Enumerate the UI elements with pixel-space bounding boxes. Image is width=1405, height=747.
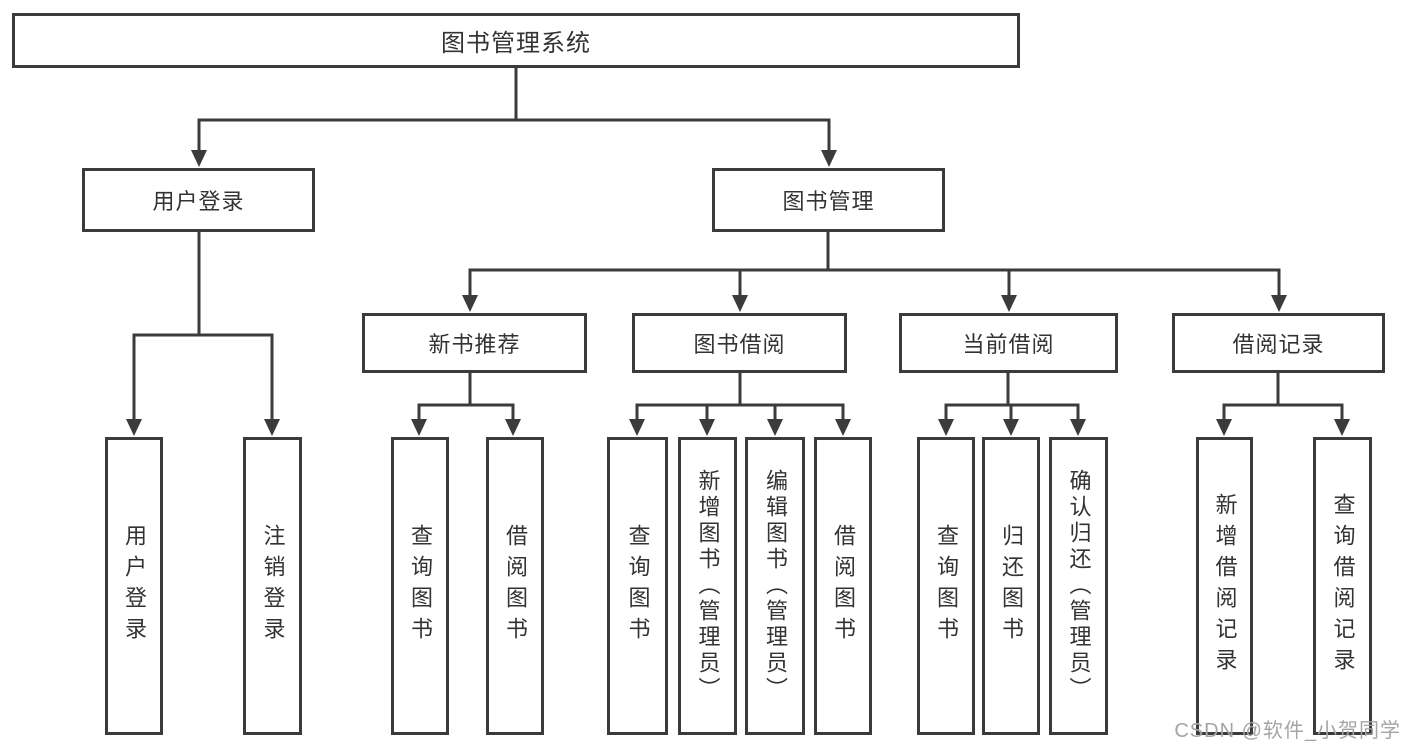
csdn-watermark: CSDN @软件_小贺同学 xyxy=(1174,720,1401,742)
node-current-borrowing: 当前借阅 xyxy=(899,313,1118,373)
leaf-newbooks-borrow: 借阅图书 xyxy=(486,437,544,735)
leaf-borrowing-query-label: 查询图书 xyxy=(625,524,651,648)
node-borrowing-records: 借阅记录 xyxy=(1172,313,1385,373)
node-new-book-recommend-label: 新书推荐 xyxy=(428,332,521,357)
leaf-records-query: 查询借阅记录 xyxy=(1313,437,1372,735)
node-book-borrowing: 图书借阅 xyxy=(632,313,847,373)
leaf-borrowing-edit-admin: 编辑图书（管理员） xyxy=(745,437,805,735)
node-new-book-recommend: 新书推荐 xyxy=(362,313,587,373)
leaf-current-query-label: 查询图书 xyxy=(934,524,959,648)
leaf-current-confirm-admin: 确认归还（管理员） xyxy=(1049,437,1108,735)
leaf-logout: 注销登录 xyxy=(243,437,302,735)
node-book-borrowing-label: 图书借阅 xyxy=(693,332,786,357)
node-book-management-label: 图书管理 xyxy=(782,189,875,214)
leaf-logout-label: 注销登录 xyxy=(260,524,286,648)
leaf-borrowing-add-admin: 新增图书（管理员） xyxy=(678,437,737,735)
node-user-login: 用户登录 xyxy=(82,168,315,232)
leaf-borrowing-edit-admin-label: 编辑图书（管理员） xyxy=(763,469,788,703)
node-user-login-label: 用户登录 xyxy=(152,189,245,214)
leaf-newbooks-query: 查询图书 xyxy=(391,437,449,735)
leaf-current-query: 查询图书 xyxy=(917,437,975,735)
node-current-borrowing-label: 当前借阅 xyxy=(962,332,1055,357)
leaf-borrowing-borrow: 借阅图书 xyxy=(814,437,872,735)
leaf-borrowing-borrow-label: 借阅图书 xyxy=(831,524,856,648)
leaf-records-add: 新增借阅记录 xyxy=(1196,437,1253,735)
leaf-current-return: 归还图书 xyxy=(982,437,1040,735)
node-borrowing-records-label: 借阅记录 xyxy=(1232,332,1325,357)
leaf-records-query-label: 查询借阅记录 xyxy=(1330,493,1356,679)
leaf-borrowing-add-admin-label: 新增图书（管理员） xyxy=(695,469,721,703)
node-book-management: 图书管理 xyxy=(712,168,945,232)
leaf-records-add-label: 新增借阅记录 xyxy=(1212,493,1238,679)
leaf-newbooks-borrow-label: 借阅图书 xyxy=(503,524,528,648)
leaf-user-login-label: 用户登录 xyxy=(122,524,147,648)
node-library-system-label: 图书管理系统 xyxy=(441,30,591,57)
leaf-current-return-label: 归还图书 xyxy=(999,524,1024,648)
leaf-newbooks-query-label: 查询图书 xyxy=(408,524,433,648)
leaf-current-confirm-admin-label: 确认归还（管理员） xyxy=(1066,469,1092,703)
leaf-user-login: 用户登录 xyxy=(105,437,163,735)
node-library-system: 图书管理系统 xyxy=(12,13,1020,68)
leaf-borrowing-query: 查询图书 xyxy=(607,437,668,735)
